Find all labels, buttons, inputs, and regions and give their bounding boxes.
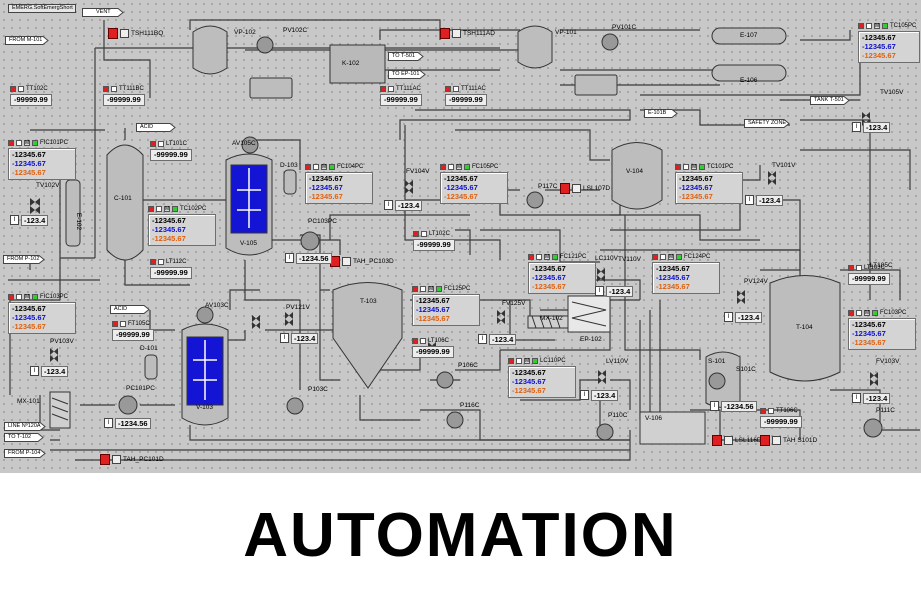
out-value[interactable]: -12345.67 xyxy=(12,168,46,177)
d103-label: D-103 xyxy=(280,162,298,169)
mx102-label: MX-102 xyxy=(540,315,563,322)
pv-value: -12345.67 xyxy=(12,150,46,159)
valve-fv125v-value[interactable]: I-123.4 xyxy=(478,333,517,345)
alarm-tsh111bq[interactable]: TSH111BQ xyxy=(108,28,163,39)
valve-tv105v-value[interactable]: I-123.4 xyxy=(852,121,891,133)
valve-pv121v-value[interactable]: I-123.4 xyxy=(280,332,319,344)
to-t501-flag[interactable]: TO T-501 xyxy=(388,52,424,61)
alarm-indicator-icon xyxy=(8,140,14,146)
valve-fv104v-value[interactable]: I-123.4 xyxy=(384,199,423,211)
pump-pc103pc-value[interactable]: I-1234.56 xyxy=(285,252,332,264)
vp101-label: VP-101 xyxy=(555,29,577,36)
alarm-tsh111ad[interactable]: TSH111AD xyxy=(440,28,495,39)
alarm-bell-icon xyxy=(100,454,110,465)
ack-icon xyxy=(112,455,121,464)
d101-label: D-101 xyxy=(140,345,158,352)
to-ep101-flag[interactable]: TO EP-101 xyxy=(388,70,426,79)
line120a-flag[interactable]: LINE Nº120A xyxy=(4,422,46,431)
e106-label: E-106 xyxy=(740,77,758,84)
from-m101-flag[interactable]: FROM M-101 xyxy=(5,36,49,45)
acid-flag-top[interactable]: ACID xyxy=(136,123,176,132)
ack-icon xyxy=(724,436,733,445)
page-title: AUTOMATION xyxy=(243,501,678,570)
safety-zone-flag[interactable]: SAFETY ZONE xyxy=(744,119,790,128)
from-p102-flag[interactable]: FROM P-102 xyxy=(3,255,45,264)
valve-tv102v-value[interactable]: I-123.4 xyxy=(10,214,49,226)
v104-label: V-104 xyxy=(626,168,643,175)
k102-label: K-102 xyxy=(342,60,360,67)
alarm-lsl116d[interactable]: LSL116D xyxy=(712,435,762,446)
readout-tt111ac[interactable]: TT111AC-99999.99 xyxy=(380,85,422,106)
vent-flag[interactable]: VENT xyxy=(82,8,124,17)
mx101-label: MX-101 xyxy=(17,398,40,405)
emerg-flag[interactable]: EMERG.SoftEmergShort xyxy=(8,4,76,13)
readout-tt111ac-2[interactable]: TT111AC-99999.99 xyxy=(445,85,487,106)
readout-lt101c[interactable]: LT101C-99999.99 xyxy=(150,140,192,161)
valve-fv103v-value[interactable]: I-123.4 xyxy=(852,392,891,404)
valve-tv101v-value[interactable]: I-123.4 xyxy=(745,194,784,206)
valve-tv110v-value[interactable]: I-123.4 xyxy=(595,285,634,297)
s101-label: S-101 xyxy=(708,358,726,365)
to-t102-flag[interactable]: TO T-102 xyxy=(4,433,44,442)
t104-label: T-104 xyxy=(796,324,813,331)
alarm-tah-pc103d[interactable]: TAH_PC103D xyxy=(330,256,394,267)
sp-value[interactable]: -12345.67 xyxy=(12,159,46,168)
status-ok-icon xyxy=(32,140,38,146)
ack-icon xyxy=(342,257,351,266)
v105-label: V-105 xyxy=(240,240,257,247)
valve-pv103v-value[interactable]: I-123.4 xyxy=(30,365,69,377)
e101b-flag[interactable]: E-101B xyxy=(644,109,678,118)
e107-label: E-107 xyxy=(740,32,758,39)
alarm-tah-s101d[interactable]: TAH S101D xyxy=(760,435,817,446)
alarm-lsl107d[interactable]: LSL107D xyxy=(560,183,610,194)
k102-compressor xyxy=(329,44,386,84)
pump-pc101pc-value[interactable]: I-1234.56 xyxy=(104,417,151,429)
pump-s101c-value[interactable]: I-1234.56 xyxy=(710,400,757,412)
readout-tt102c[interactable]: TT102C-99999.99 xyxy=(10,85,52,106)
process-piping xyxy=(8,19,920,461)
ep102-label: EP-102 xyxy=(580,336,602,343)
c101-label: C-101 xyxy=(114,195,132,202)
readout-lt112c[interactable]: LT112C-99999.99 xyxy=(150,258,192,279)
alarm-tah-pc101d[interactable]: TAH_PC101D xyxy=(100,454,164,465)
alarm-bell-icon xyxy=(108,28,118,39)
ack-icon xyxy=(772,436,781,445)
alarm-bell-icon xyxy=(712,435,722,446)
readout-tt106c[interactable]: TT106C-99999.99 xyxy=(760,407,802,428)
readout-lt106c[interactable]: LT106C-99999.99 xyxy=(412,337,454,358)
v103-label: V-103 xyxy=(196,404,213,411)
t103-label: T-103 xyxy=(360,298,377,305)
v106-label: V-106 xyxy=(645,415,662,422)
vp102-label: VP-102 xyxy=(234,29,256,36)
valve-pv124v-value[interactable]: I-123.4 xyxy=(724,311,763,323)
ack-icon xyxy=(572,184,581,193)
ack-icon xyxy=(120,29,129,38)
alarm-bell-icon xyxy=(760,435,770,446)
readout-ft105c[interactable]: FT105C-99999.99 xyxy=(112,320,154,341)
readout-lt102c[interactable]: LT102C-99999.99 xyxy=(413,230,455,251)
valve-lv110v-value[interactable]: I-123.4 xyxy=(580,389,619,401)
alarm-bell-icon xyxy=(440,28,450,39)
alarm-bell-icon xyxy=(560,183,570,194)
from-p104-flag[interactable]: FROM P-104 xyxy=(4,449,46,458)
scada-process-display: VP-102 VP-101 K-102 E-107 E-106 C-101 E-… xyxy=(0,0,921,473)
readout-tt111bc[interactable]: TT111BC-99999.99 xyxy=(103,85,145,106)
acid-flag-bottom[interactable]: ACID xyxy=(110,305,150,314)
tank-t501-flag[interactable]: TANK T-501 xyxy=(810,96,850,105)
e102-label: E-102 xyxy=(75,212,83,231)
ack-icon xyxy=(452,29,461,38)
readout-lt103c[interactable]: LT103C-99999.99 xyxy=(848,264,890,285)
